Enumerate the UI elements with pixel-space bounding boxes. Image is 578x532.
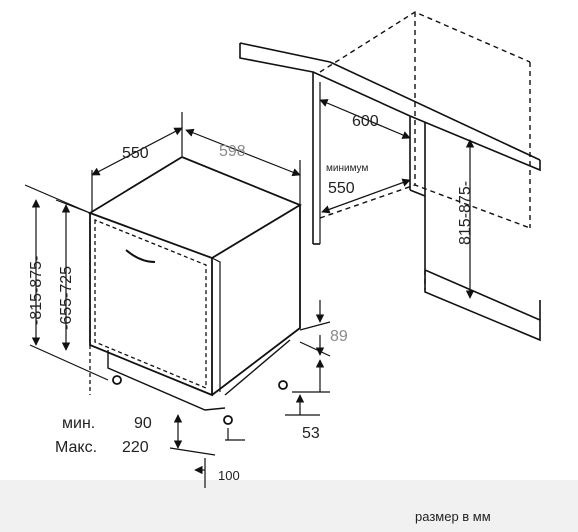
label-foot-100: 100 <box>218 468 240 483</box>
door-dashed-outline <box>89 219 207 395</box>
label-height-front: -655-725 <box>58 266 75 330</box>
dishwasher <box>87 155 303 425</box>
label-niche-width-600: 600 <box>352 113 379 130</box>
label-min-value: 90 <box>134 415 152 432</box>
label-max-value: 220 <box>122 439 149 456</box>
label-plinth-53: 53 <box>302 425 320 442</box>
label-niche-depth-550: 550 <box>328 180 355 197</box>
niche-dashed-outline <box>319 11 531 290</box>
footer-band <box>0 480 578 532</box>
label-height-left: -815-875- <box>28 256 45 325</box>
label-plinth-89: 89 <box>330 328 348 345</box>
units-note: размер в мм <box>415 509 491 524</box>
label-minimum: минимум <box>326 163 368 174</box>
label-depth-550: 550 <box>122 145 149 162</box>
label-niche-height: 815-875- <box>457 181 474 245</box>
dimension-lines <box>24 99 475 488</box>
cabinet-niche <box>239 42 541 342</box>
label-max: Макс. <box>55 439 97 456</box>
label-width-598: 598 <box>219 143 246 160</box>
label-min: мин. <box>62 415 95 432</box>
